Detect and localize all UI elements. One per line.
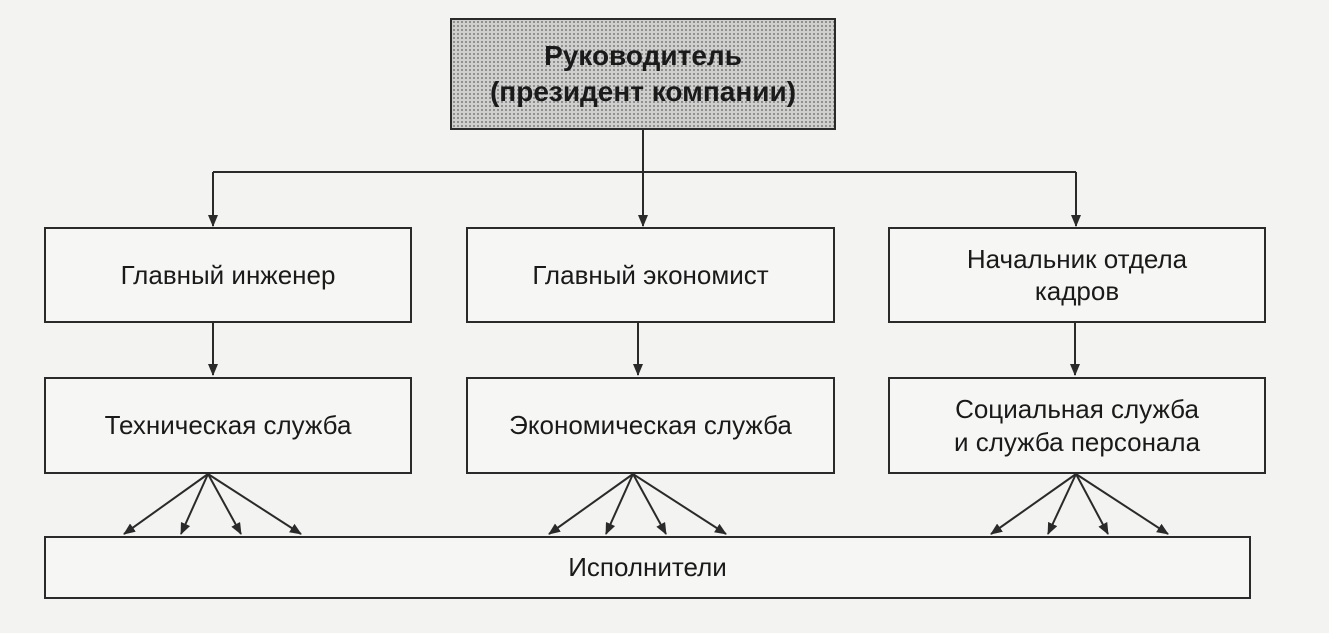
fan-arrow-social-1 <box>990 473 1077 535</box>
fan-arrow-social-4 <box>1075 473 1169 535</box>
chief-engineer-box: Главный инженер <box>44 227 412 323</box>
fan-arrow-technical-1 <box>123 473 209 535</box>
fan-arrow-technical-4 <box>207 473 302 535</box>
chief-economist-box: Главный экономист <box>466 227 835 323</box>
fan-arrow-social-3 <box>1075 473 1109 535</box>
hr-head-box: Начальник отдела кадров <box>888 227 1266 323</box>
economic-service-label: Экономическая служба <box>509 410 792 441</box>
technical-service-label: Техническая служба <box>104 410 352 441</box>
social-service-label: Социальная служба и служба персонала <box>953 394 1201 457</box>
social-service-box: Социальная служба и служба персонала <box>888 377 1266 474</box>
fan-arrow-social-2 <box>1047 473 1077 535</box>
fan-arrow-economic-1 <box>548 473 634 535</box>
fan-arrow-economic-3 <box>632 473 667 535</box>
president-label: Руководитель (президент компании) <box>489 39 797 107</box>
fan-arrow-economic-4 <box>632 473 727 535</box>
president-box: Руководитель (президент компании) <box>450 18 836 130</box>
economic-service-box: Экономическая служба <box>466 377 835 474</box>
hr-head-label: Начальник отдела кадров <box>966 243 1188 307</box>
chief-engineer-label: Главный инженер <box>120 259 336 290</box>
executors-box: Исполнители <box>44 536 1251 599</box>
technical-service-box: Техническая служба <box>44 377 412 474</box>
fan-arrow-economic-2 <box>605 473 634 535</box>
fan-arrow-technical-3 <box>207 473 242 535</box>
executors-label: Исполнители <box>568 552 727 583</box>
fan-arrow-technical-2 <box>180 473 209 535</box>
chief-economist-label: Главный экономист <box>532 259 769 290</box>
